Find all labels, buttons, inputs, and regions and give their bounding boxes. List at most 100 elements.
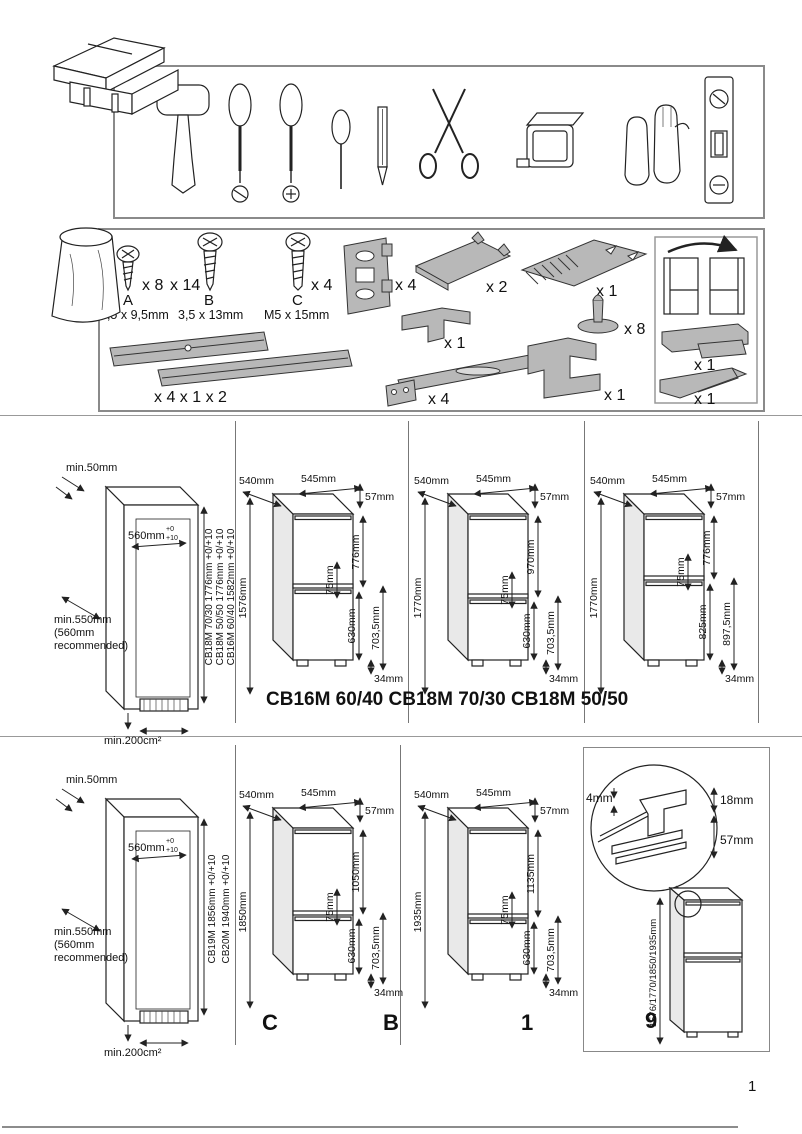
dim-lower-door: 703,5mm — [370, 926, 382, 970]
packing-block-icon — [661, 323, 749, 359]
niche-model-1: CB18M 70/30 1776mm +0/+10 — [204, 528, 215, 665]
toolbox-icon — [52, 37, 179, 115]
awl-icon — [331, 109, 351, 189]
dim-width: 545mm — [652, 473, 687, 485]
dim-foot: 34mm — [549, 987, 578, 999]
detail-lip: 18mm — [720, 793, 753, 807]
dimension-lines — [242, 483, 387, 695]
detail-dim-lines — [610, 787, 718, 1045]
detail-gap: 4mm — [586, 791, 613, 805]
tag-9: 9 — [645, 1008, 658, 1033]
rivet-qty: x 8 — [624, 321, 645, 338]
niche-dim-lines — [61, 818, 208, 1047]
niche-diagram-top: min.50mm 560mm +0 +10 — [54, 462, 237, 747]
dim-lower-door: 897,5mm — [721, 602, 733, 646]
niche-width-tol-top: +0 — [166, 526, 174, 533]
niche-cabinet — [104, 485, 200, 712]
screw-c-icon — [285, 232, 311, 291]
packing-block-qty: x 1 — [694, 357, 715, 374]
top-profile-detail — [597, 789, 687, 865]
screw-c-qty: x 4 — [311, 277, 332, 294]
dim-total: 1770mm — [588, 577, 600, 618]
dim-top-gap: 57mm — [540, 805, 569, 817]
dim-depth: 540mm — [239, 789, 274, 801]
bracket-arm-qty: x 1 — [444, 335, 465, 352]
niche-model-3: CB16M 60/40 1582mm +0/+10 — [226, 528, 237, 665]
rail-qty: x 4 — [428, 391, 449, 408]
mounting-bracket-qty: x 1 — [604, 387, 625, 404]
screw-b-label: B — [204, 292, 214, 309]
tag-b: B — [383, 1010, 399, 1035]
rail-icon — [385, 349, 561, 407]
screw-b-icon — [197, 232, 223, 292]
dim-lower-door: 703,5mm — [545, 611, 557, 655]
packing-wedge-icon — [659, 367, 748, 399]
cover-plate-icon — [414, 231, 512, 291]
niche-clearance: min.50mm — [66, 462, 117, 474]
niche-depth-3: recommended) — [54, 952, 128, 964]
dim-upper: 1135mm — [525, 854, 537, 894]
column-divider — [584, 421, 585, 723]
dim-hinge: 75mm — [324, 892, 336, 921]
dim-hinge: 75mm — [499, 895, 511, 924]
door-reversal-inset: x 1 x 1 — [654, 234, 758, 408]
model-caption: CB16M 60/40 CB18M 70/30 CB18M 50/50 — [266, 689, 629, 710]
niche-vent: min.200cm² — [104, 735, 162, 747]
fridge-body — [271, 806, 355, 981]
dim-lower: 630mm — [521, 930, 533, 965]
dim-width: 545mm — [301, 473, 336, 485]
dim-width: 545mm — [301, 787, 336, 799]
niche-model-2: CB18M 50/50 1776mm +0/+10 — [215, 528, 226, 665]
hinge-cover-qty: x 4 — [395, 277, 416, 294]
dim-foot: 34mm — [725, 673, 754, 685]
niche-dim-lines — [61, 506, 208, 735]
dim-total: 1576mm — [237, 577, 249, 618]
niche-vent: min.200cm² — [104, 1047, 162, 1059]
dim-depth: 540mm — [414, 475, 449, 487]
detail-fridge-body — [668, 886, 744, 1038]
niche-diagram-bottom: min.50mm 560mm +0 +10 — [54, 774, 232, 1059]
spirit-level-icon — [704, 76, 734, 204]
dim-lower-door: 703,5mm — [545, 928, 557, 972]
footer-rule — [2, 1126, 738, 1128]
screw-a-icon — [116, 245, 140, 292]
niche-depth-2: (560mm — [54, 627, 94, 639]
dimension-lines — [417, 797, 562, 1009]
niche-model-2: CB20M 1940mm +0/+10 — [221, 854, 232, 963]
dim-total: 1770mm — [412, 577, 424, 618]
detail-heights: 1576/1770/1850/1935mm — [648, 919, 659, 1027]
screw-c-size: M5 x 15mm — [264, 308, 329, 322]
dim-upper: 1050mm — [350, 851, 362, 892]
cover-plate-qty: x 2 — [486, 279, 507, 296]
dim-upper: 970mm — [525, 539, 537, 574]
column-divider — [758, 421, 759, 723]
detail-plinth: 57mm — [720, 833, 753, 847]
column-divider — [408, 421, 409, 723]
slide-rails-icon — [109, 331, 353, 387]
dim-foot: 34mm — [374, 987, 403, 999]
gloves-icon — [624, 104, 690, 186]
dim-total: 1850mm — [237, 891, 249, 932]
fridge-pair-icon — [663, 257, 745, 315]
page-number: 1 — [748, 1078, 757, 1095]
hinge-cover-icon — [343, 237, 393, 315]
section-divider-middle — [0, 736, 802, 737]
niche-depth-3: recommended) — [54, 640, 128, 652]
dim-upper: 776mm — [350, 534, 362, 569]
niche-depth-1: min.550mm — [54, 926, 111, 938]
screw-a-qty: x 8 — [142, 277, 163, 294]
packing-wedge-qty: x 1 — [694, 391, 715, 408]
niche-model-1: CB19M 1856mm +0/+10 — [207, 854, 218, 963]
dim-lower: 630mm — [346, 608, 358, 643]
fridge-diagram-bottom-2: 540mm 545mm 57mm 1935mm 1135mm 75mm 630m… — [412, 787, 578, 1009]
dim-top-gap: 57mm — [540, 491, 569, 503]
fridge-diagram-bottom-1: 540mm 545mm 57mm 1850mm 1050mm 75mm 630m… — [237, 787, 403, 1009]
dim-top-gap: 57mm — [365, 491, 394, 503]
dimension-lines — [242, 797, 387, 1009]
column-divider — [400, 745, 401, 1045]
dim-hinge: 75mm — [324, 565, 336, 594]
niche-width-tol-bot: +10 — [166, 535, 178, 542]
niche-clearance: min.50mm — [66, 774, 117, 786]
column-divider — [235, 421, 236, 723]
mounting-bracket-icon — [527, 337, 601, 399]
